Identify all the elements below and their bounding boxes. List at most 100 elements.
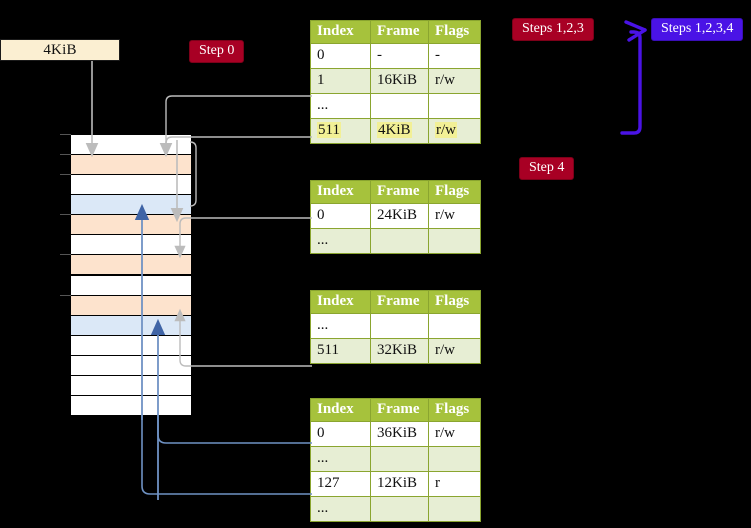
cell-index: 127	[310, 471, 371, 497]
cell-flags	[428, 228, 481, 254]
frame-size-label: 4KiB	[43, 41, 77, 58]
cell-frame: 12KiB	[370, 471, 429, 497]
cell-frame	[370, 228, 429, 254]
cell-frame: 24KiB	[370, 203, 429, 229]
cell-frame	[370, 93, 429, 119]
cell-index: ...	[310, 446, 371, 472]
table-row: ...	[310, 313, 481, 339]
memory-frame-row	[71, 255, 191, 276]
table-header-row: Index Frame Flags	[310, 20, 481, 44]
cell-flags: r/w	[428, 421, 481, 447]
badge-step-0: Step 0	[189, 40, 245, 63]
cell-frame	[370, 496, 429, 522]
cell-index: 1	[310, 68, 371, 94]
memory-frame-row	[71, 375, 191, 396]
table-header-row: Index Frame Flags	[310, 290, 481, 314]
cell-index: ...	[310, 496, 371, 522]
cell-flags	[428, 313, 481, 339]
column-header-frame: Frame	[370, 290, 429, 314]
cell-index: 511	[310, 118, 371, 144]
memory-tick-mark	[60, 254, 71, 256]
memory-tick-mark	[60, 214, 71, 216]
cell-frame: -	[370, 43, 429, 69]
cell-highlight: 511	[317, 122, 341, 138]
column-header-flags: Flags	[428, 20, 481, 44]
cell-frame: 16KiB	[370, 68, 429, 94]
cell-index: ...	[310, 313, 371, 339]
table-row: 0--	[310, 43, 481, 69]
cell-flags	[428, 496, 481, 522]
memory-frame-row	[71, 135, 191, 156]
badge-steps-123: Steps 1,2,3	[512, 18, 594, 41]
cell-frame	[370, 446, 429, 472]
wire-table3-row127	[141, 415, 312, 495]
memory-frame-row	[71, 355, 191, 376]
cell-highlight: 4KiB	[377, 122, 412, 138]
cell-flags	[428, 446, 481, 472]
cell-flags: r/w	[428, 68, 481, 94]
memory-frame-row	[71, 315, 191, 336]
memory-tick-mark	[60, 154, 71, 156]
memory-frame-row	[71, 295, 191, 316]
memory-frame-row	[71, 175, 191, 196]
cell-index: ...	[310, 228, 371, 254]
bracket-arrow-head-b	[627, 28, 647, 42]
wire-table1-to-memory	[174, 217, 312, 259]
cell-frame: 4KiB	[370, 118, 429, 144]
badge-steps-1234: Steps 1,2,3,4	[651, 18, 744, 41]
table-row: ...	[310, 93, 481, 119]
badge-step-4: Step 4	[519, 157, 575, 180]
memory-frame-row	[71, 275, 191, 296]
cell-flags: -	[428, 43, 481, 69]
column-header-frame: Frame	[370, 20, 429, 44]
column-header-flags: Flags	[428, 290, 481, 314]
cell-index: 0	[310, 203, 371, 229]
cell-frame: 36KiB	[370, 421, 429, 447]
column-header-flags: Flags	[428, 398, 481, 422]
bracket-steps-1234	[620, 30, 642, 135]
cell-frame	[370, 313, 429, 339]
column-header-index: Index	[310, 20, 371, 44]
table-header-row: Index Frame Flags	[310, 180, 481, 204]
column-header-frame: Frame	[370, 180, 429, 204]
column-header-index: Index	[310, 398, 371, 422]
column-header-index: Index	[310, 290, 371, 314]
column-header-index: Index	[310, 180, 371, 204]
table-row: ...	[310, 496, 481, 522]
memory-frame-row	[71, 335, 191, 356]
column-header-frame: Frame	[370, 398, 429, 422]
cell-flags: r/w	[428, 203, 481, 229]
cell-flags	[428, 93, 481, 119]
cell-flags: r	[428, 471, 481, 497]
bracket-arrow-head-a	[624, 20, 647, 32]
cell-index: 0	[310, 421, 371, 447]
wire-table3-row0	[157, 415, 312, 444]
cell-frame: 32KiB	[370, 338, 429, 364]
memory-frame-row	[71, 155, 191, 176]
table-row: ...	[310, 446, 481, 472]
cell-index: 0	[310, 43, 371, 69]
memory-tick-mark	[60, 294, 71, 296]
memory-frame-row	[71, 195, 191, 216]
cell-flags: r/w	[428, 338, 481, 364]
table-row: 511 4KiB r/w	[310, 118, 481, 144]
cell-flags: r/w	[428, 118, 481, 144]
table-row: ...	[310, 228, 481, 254]
memory-frame-row	[71, 395, 191, 416]
cell-highlight: r/w	[435, 122, 457, 138]
frame-size-box: 4KiB	[0, 39, 120, 61]
wire-table2-to-memory	[174, 308, 312, 367]
memory-tick-mark	[60, 174, 71, 176]
physical-memory-column	[70, 134, 191, 416]
